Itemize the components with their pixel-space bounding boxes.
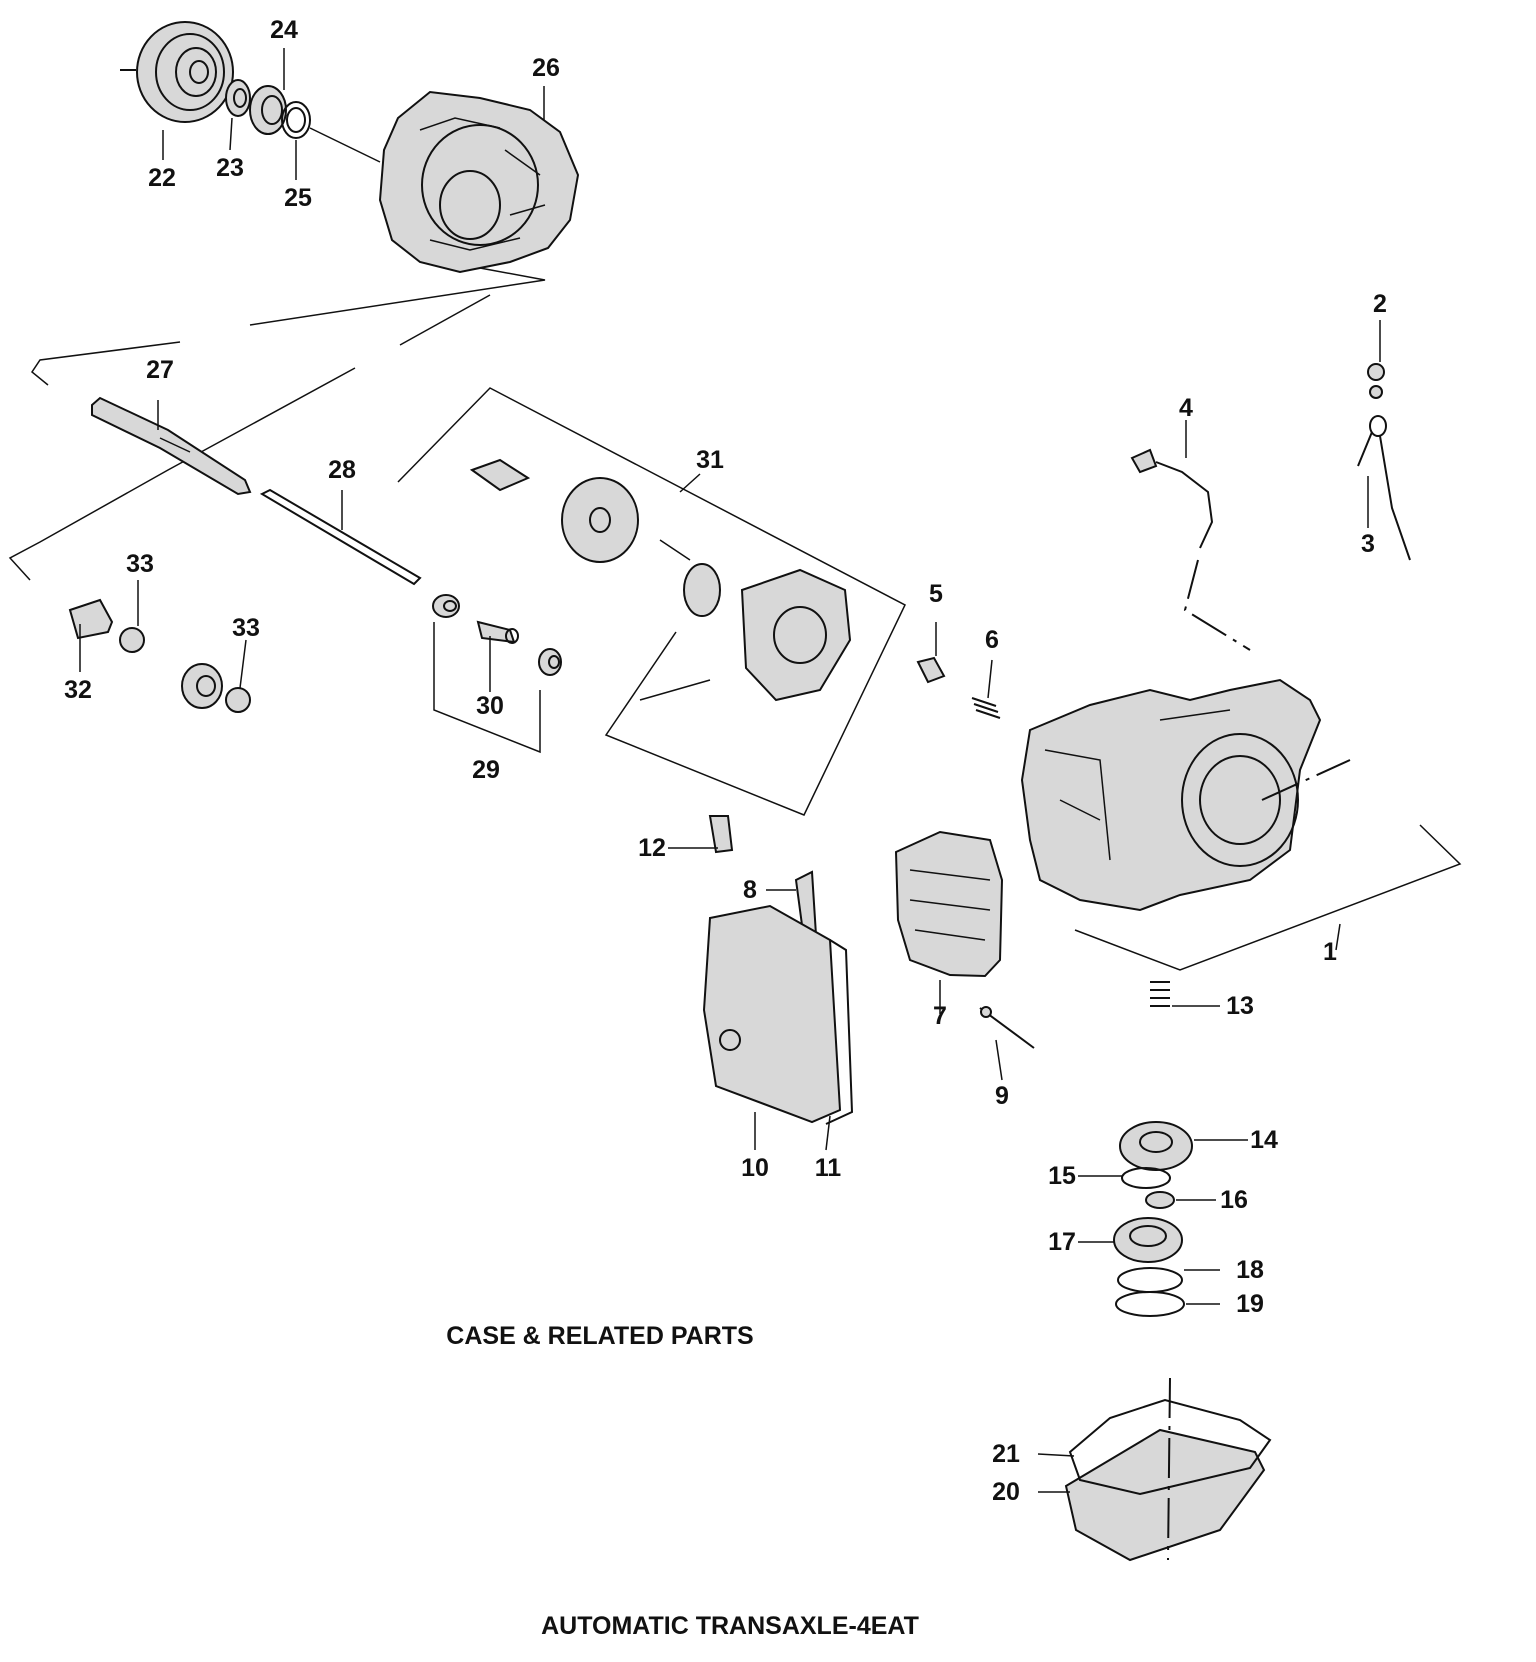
callout-25: 25 — [284, 184, 312, 212]
seal-ring-part-25 — [281, 101, 311, 139]
callout-27: 27 — [146, 356, 174, 384]
callout-17: 17 — [1048, 1228, 1076, 1256]
callout-12: 12 — [638, 834, 666, 862]
turbine-shaft-part — [91, 396, 252, 496]
gear-part — [181, 663, 223, 709]
bearing-part-23 — [225, 79, 251, 117]
washer-part-33b — [225, 687, 251, 713]
valve-body-part — [894, 830, 1004, 978]
plug-part-12 — [708, 815, 734, 854]
callout-10: 10 — [741, 1154, 769, 1182]
callout-22: 22 — [148, 164, 176, 192]
callout-13: 13 — [1226, 992, 1254, 1020]
callout-26: 26 — [532, 54, 560, 82]
callout-20: 20 — [992, 1478, 1020, 1506]
callout-33b: 33 — [232, 614, 260, 642]
callout-6: 6 — [985, 626, 999, 654]
seal-ring-part-18 — [1117, 1267, 1183, 1293]
callout-1: 1 — [1323, 938, 1337, 966]
oil-pump-part-24 — [249, 85, 287, 135]
callout-24: 24 — [270, 16, 298, 44]
speed-sensor-part — [1130, 448, 1214, 549]
callout-leaders — [79, 48, 1381, 1493]
snap-ring-part-19 — [1115, 1291, 1185, 1317]
callout-19: 19 — [1236, 1290, 1264, 1318]
oil-pump-assembly-part — [397, 387, 906, 816]
bushing-part-29a — [432, 594, 460, 618]
converter-housing-part — [378, 90, 580, 274]
callout-31: 31 — [696, 446, 724, 474]
callout-2: 2 — [1373, 290, 1387, 318]
assembly-caption: AUTOMATIC TRANSAXLE-4EAT — [541, 1612, 919, 1640]
callout-14: 14 — [1250, 1126, 1278, 1154]
callout-7: 7 — [933, 1002, 947, 1030]
callout-32: 32 — [64, 676, 92, 704]
callout-23: 23 — [216, 154, 244, 182]
torque-converter-part — [120, 21, 234, 123]
callout-labels: 1 2 3 4 5 6 7 8 9 10 11 12 13 14 15 16 1… — [64, 16, 1387, 1506]
oil-pan-part — [1064, 1428, 1266, 1562]
callout-21: 21 — [992, 1440, 1020, 1468]
washer-part-33a — [119, 627, 145, 653]
piston-part-17 — [1113, 1217, 1183, 1263]
callout-4: 4 — [1179, 394, 1193, 422]
side-cover-part — [702, 904, 842, 1124]
dipstick-part — [1357, 363, 1411, 561]
callout-29: 29 — [472, 756, 500, 784]
callout-33a: 33 — [126, 550, 154, 578]
plug-part-30 — [476, 620, 519, 644]
callout-16: 16 — [1220, 1186, 1248, 1214]
callout-5: 5 — [929, 580, 943, 608]
spring-part-6 — [971, 697, 1001, 719]
oil-pan-gasket-part — [1068, 1398, 1272, 1496]
piston-part-14 — [1119, 1121, 1193, 1171]
spring-part-13 — [1150, 981, 1170, 1007]
bushing-part-29b — [538, 648, 562, 676]
section-caption: CASE & RELATED PARTS — [446, 1322, 753, 1350]
seal-ring-part-15 — [1121, 1167, 1171, 1189]
pin-part-9 — [979, 1006, 1035, 1049]
callout-8: 8 — [743, 876, 757, 904]
oil-pump-shaft-part — [259, 488, 422, 586]
callout-28: 28 — [328, 456, 356, 484]
callout-11: 11 — [815, 1154, 842, 1182]
callout-30: 30 — [476, 692, 504, 720]
switch-part-5 — [916, 656, 946, 684]
callout-18: 18 — [1236, 1256, 1264, 1284]
transaxle-case-part — [1020, 678, 1322, 912]
side-cover-gasket-part — [825, 939, 854, 1125]
retainer-part-16 — [1145, 1191, 1175, 1209]
seal-part-32 — [68, 598, 114, 640]
callout-3: 3 — [1361, 530, 1375, 558]
callout-15: 15 — [1048, 1162, 1076, 1190]
callout-9: 9 — [995, 1082, 1009, 1110]
